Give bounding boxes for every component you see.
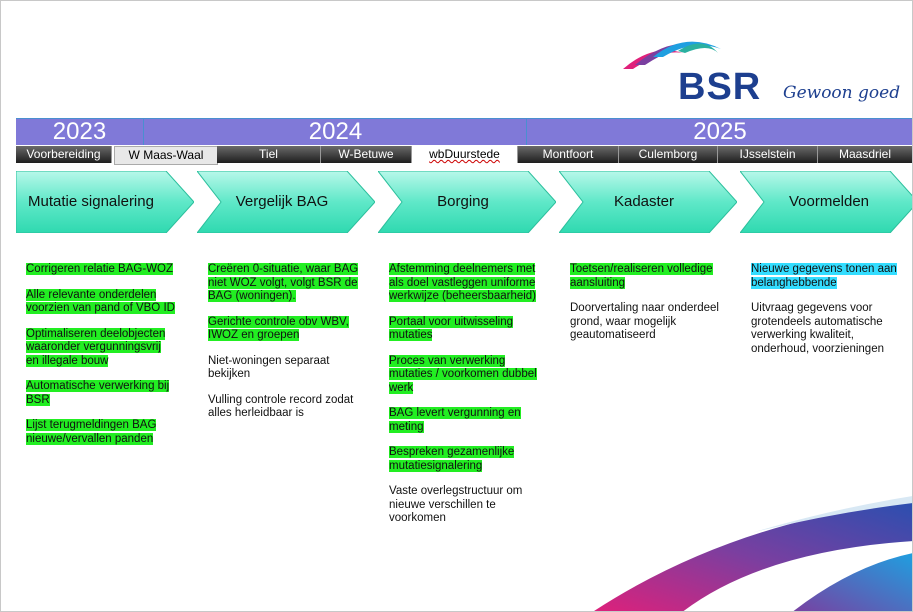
list-item: BAG levert vergunning en meting	[389, 407, 539, 434]
municipality-segment: Maasdriel	[818, 146, 912, 163]
item-text: Portaal voor uitwisseling mutaties	[389, 315, 514, 341]
item-text: Toetsen/realiseren volledige aansluiting	[570, 263, 713, 289]
list-item: Uitvraag gegevens voor grotendeels autom…	[751, 302, 901, 356]
phase-arrow: Voormelden	[740, 171, 912, 233]
item-text: Nieuwe gegevens tonen aan belanghebbende	[751, 263, 897, 289]
phase-title: Mutatie signalering	[28, 193, 154, 210]
phase-arrow: Kadaster	[559, 171, 737, 233]
year-bar: 2023 2024 2025	[16, 118, 912, 145]
item-text: Lijst terugmeldingen BAG nieuwe/vervalle…	[26, 419, 157, 445]
municipality-segment: IJsselstein	[718, 146, 818, 163]
item-text: Vaste overlegstructuur om nieuwe verschi…	[389, 485, 523, 524]
item-text: Corrigeren relatie BAG-WOZ	[26, 263, 173, 275]
year-label: 2023	[52, 118, 107, 145]
item-text: Proces van verwerking mutaties / voorkom…	[389, 354, 537, 394]
list-item: Afstemming deelnemers met als doel vastl…	[389, 263, 539, 304]
list-item: Vulling controle record zodat alles herl…	[208, 394, 360, 421]
phase-title: Vergelijk BAG	[235, 193, 329, 210]
item-text: Automatische verwerking bij BSR	[26, 380, 170, 406]
phase-title: Voormelden	[788, 193, 870, 210]
brand-name: BSR	[678, 66, 762, 108]
list-item: Optimaliseren deelobjecten waaronder ver…	[26, 327, 176, 369]
phase-column-borging: Afstemming deelnemers met als doel vastl…	[389, 263, 539, 538]
municipality-label: wbDuurstede	[429, 147, 500, 161]
item-text: Afstemming deelnemers met als doel vastl…	[389, 263, 537, 302]
phase-arrow: Borging	[378, 171, 556, 233]
phase-column-kadaster: Toetsen/realiseren volledige aansluiting…	[570, 263, 720, 355]
phase-arrow: Mutatie signalering	[16, 171, 194, 233]
municipality-segment: Montfoort	[518, 146, 619, 163]
item-text: Niet-woningen separaat bekijken	[208, 354, 330, 381]
list-item: Doorvertaling naar onderdeel grond, waar…	[570, 302, 720, 343]
list-item: Portaal voor uitwisseling mutaties	[389, 315, 539, 343]
item-text: BAG levert vergunning en meting	[389, 407, 521, 433]
item-text: Bespreken gezamenlijke mutatiesignalerin…	[389, 446, 515, 472]
list-item: Corrigeren relatie BAG-WOZ	[26, 263, 176, 277]
year-label: 2024	[143, 119, 527, 145]
list-item: Gerichte controle obv WBV, IWOZ en groep…	[208, 315, 360, 343]
list-item: Proces van verwerking mutaties / voorkom…	[389, 354, 539, 396]
item-text: Alle relevante onderdelen voorzien van p…	[26, 288, 175, 314]
phase-column-vergelijk: Creëren 0-situatie, waar BAG niet WOZ vo…	[208, 263, 360, 433]
list-item: Alle relevante onderdelen voorzien van p…	[26, 288, 176, 316]
item-text: Creëren 0-situatie, waar BAG niet WOZ vo…	[208, 263, 359, 302]
bsr-logo: BSR Gewoon goed	[623, 31, 903, 121]
municipality-segment: Voorbereiding	[16, 146, 112, 163]
logo-arches-icon	[623, 41, 721, 69]
municipality-segment: W-Betuwe	[321, 146, 412, 163]
phase-title: Kadaster	[613, 193, 675, 210]
list-item: Automatische verwerking bij BSR	[26, 380, 176, 407]
list-item: Creëren 0-situatie, waar BAG niet WOZ vo…	[208, 263, 360, 304]
item-text: Gerichte controle obv WBV, IWOZ en groep…	[208, 315, 349, 341]
phase-title: Borging	[437, 193, 489, 210]
year-label: 2025	[526, 119, 912, 145]
item-text: Doorvertaling naar onderdeel grond, waar…	[570, 302, 719, 341]
list-item: Vaste overlegstructuur om nieuwe verschi…	[389, 485, 539, 526]
municipality-segment: Tiel	[217, 146, 321, 163]
municipality-segment: W Maas-Waal	[114, 146, 218, 165]
list-item: Lijst terugmeldingen BAG nieuwe/vervalle…	[26, 419, 176, 446]
item-text: Uitvraag gegevens voor grotendeels autom…	[751, 302, 884, 355]
list-item: Nieuwe gegevens tonen aan belanghebbende	[751, 263, 901, 290]
item-text: Vulling controle record zodat alles herl…	[208, 393, 354, 420]
list-item: Niet-woningen separaat bekijken	[208, 355, 360, 382]
list-item: Bespreken gezamenlijke mutatiesignalerin…	[389, 446, 539, 473]
brand-tagline: Gewoon goed	[783, 83, 901, 103]
list-item: Toetsen/realiseren volledige aansluiting	[570, 263, 720, 290]
phase-arrow: Vergelijk BAG	[197, 171, 375, 233]
phase-column-voormelden: Nieuwe gegevens tonen aan belanghebbende…	[751, 263, 901, 368]
item-text: Optimaliseren deelobjecten waaronder ver…	[26, 327, 166, 367]
decorative-swoosh	[594, 496, 912, 611]
phase-column-mutatie: Corrigeren relatie BAG-WOZ Alle relevant…	[26, 263, 176, 458]
municipality-segment: wbDuurstede	[412, 146, 518, 163]
municipality-segment: Culemborg	[619, 146, 718, 163]
